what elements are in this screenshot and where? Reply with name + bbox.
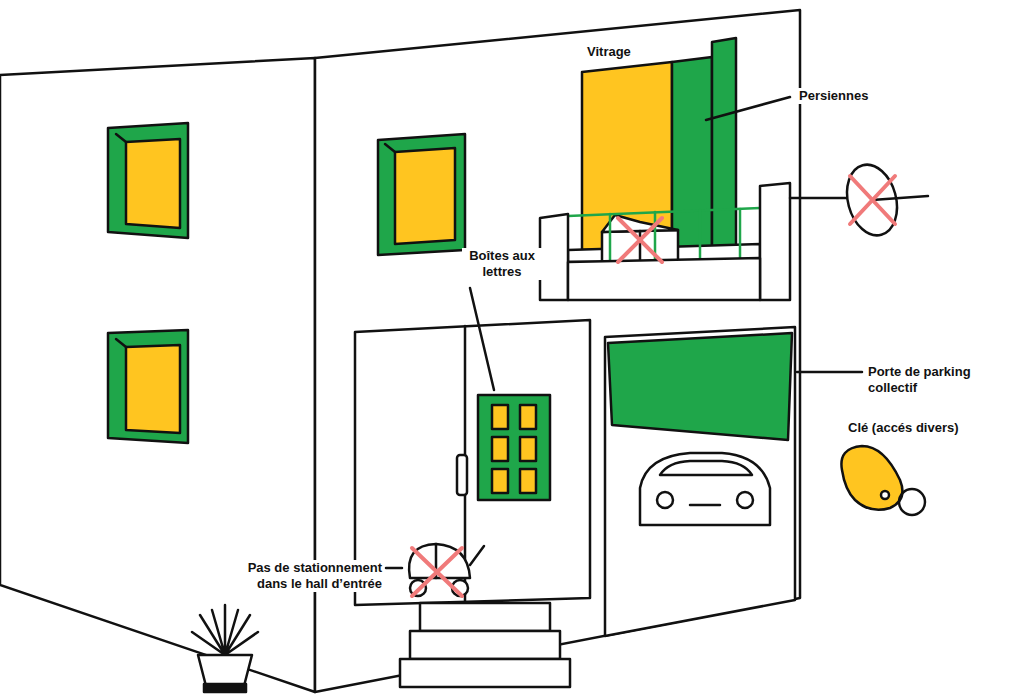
leader-line — [470, 288, 494, 390]
balcony — [540, 183, 790, 300]
window — [108, 330, 188, 443]
forbidden-cross — [618, 218, 662, 262]
callout-label: Persiennes — [797, 88, 870, 104]
building-walls — [0, 10, 800, 692]
package-box — [602, 215, 678, 266]
entrance-hall — [355, 320, 590, 605]
callout-label: Clé (accés divers) — [846, 420, 961, 436]
key — [841, 446, 925, 515]
callout-label: Porte de parking collectif — [866, 364, 998, 396]
window — [378, 134, 465, 255]
entrance-steps — [400, 603, 570, 687]
mailboxes — [478, 395, 550, 500]
leader-line — [706, 97, 790, 120]
callout-label: Pas de stationnement dans le hall d’entr… — [212, 560, 384, 592]
window — [108, 123, 188, 238]
potted-plant — [192, 605, 258, 692]
stroller — [409, 544, 484, 596]
car — [640, 453, 770, 525]
parking — [605, 327, 795, 636]
leader-line — [797, 371, 862, 374]
leader-line — [386, 567, 402, 570]
satellite-dish — [790, 159, 928, 241]
callout-label: Vitrage — [585, 44, 633, 60]
callout-label: Boîtes aux lettres — [462, 248, 542, 280]
railing — [568, 208, 760, 262]
